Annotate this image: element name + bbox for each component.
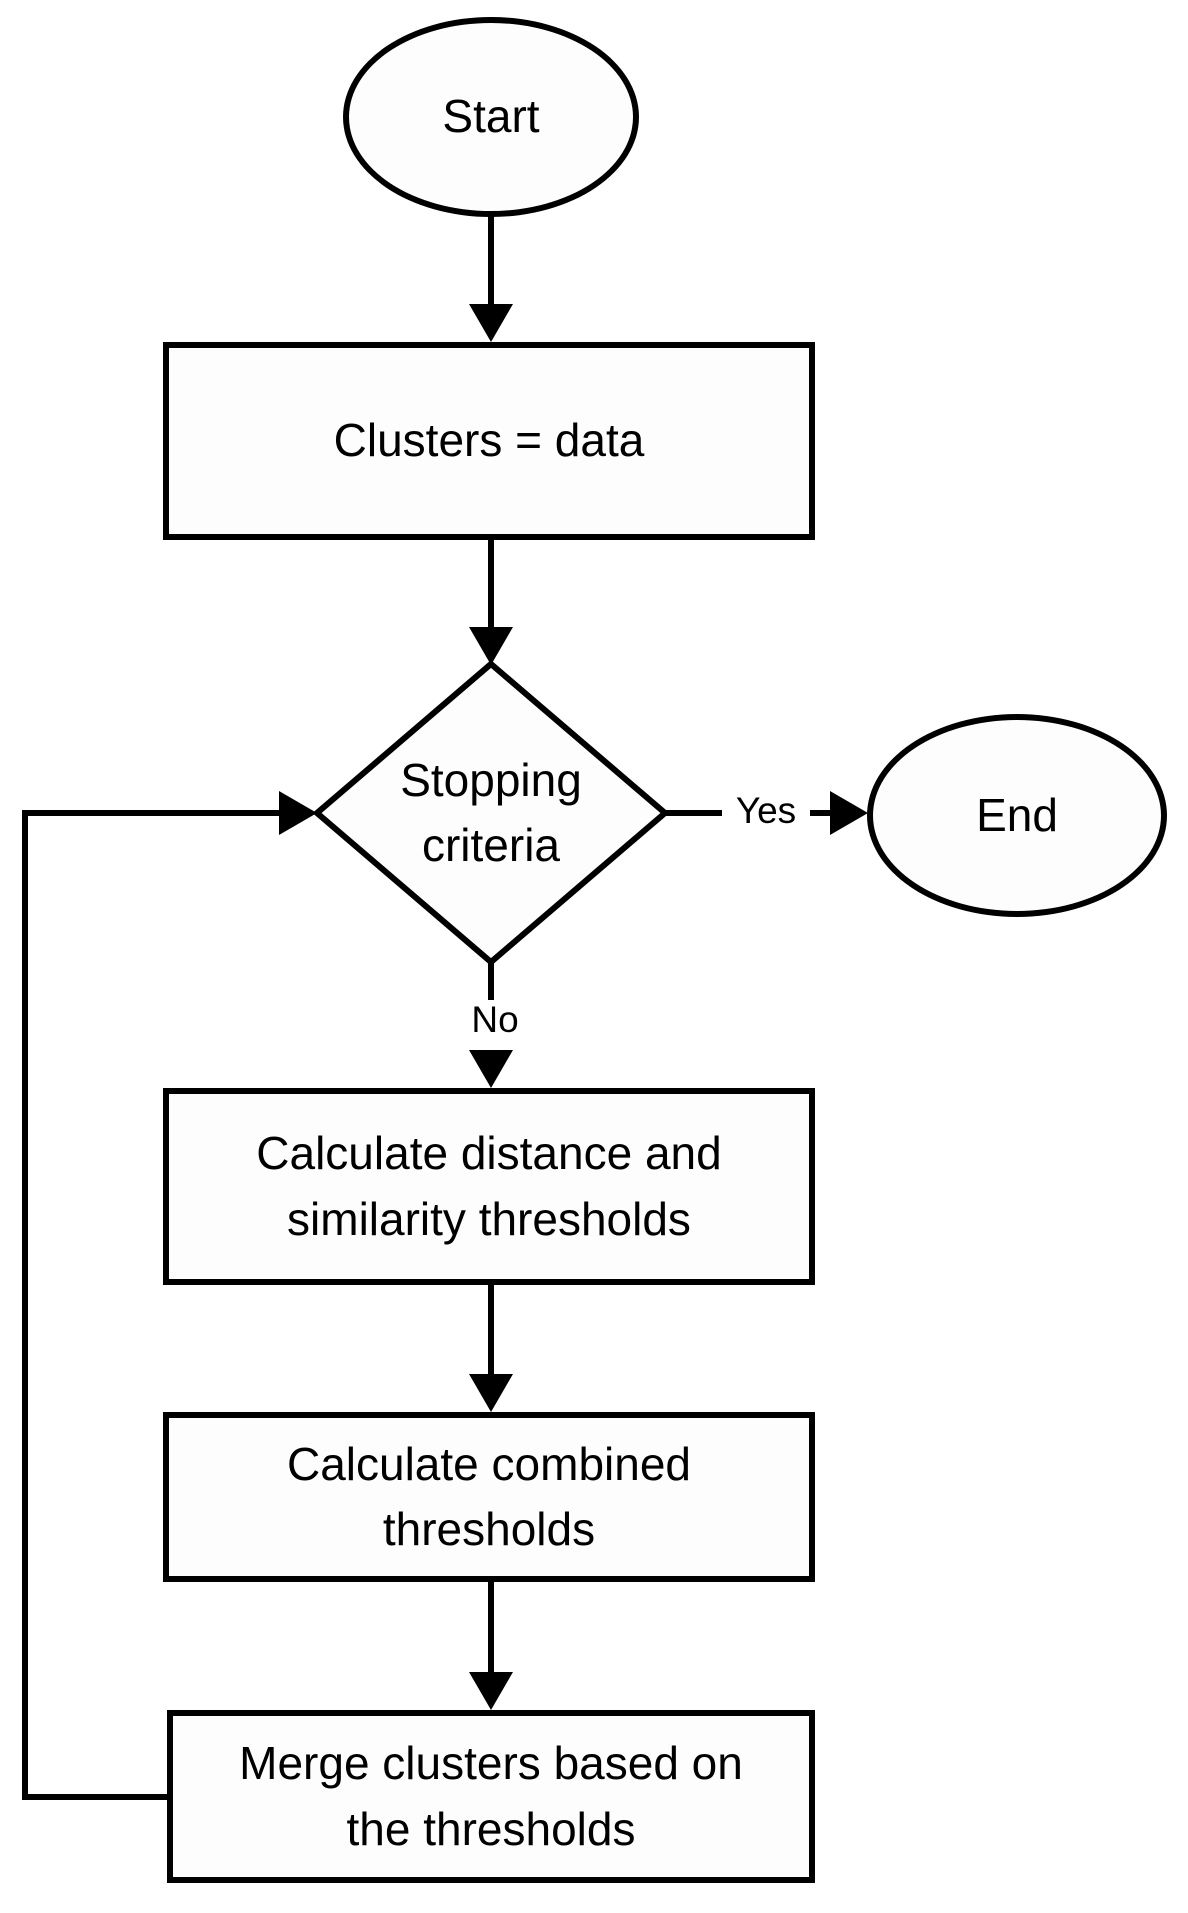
connector-calc-combined-to-merge — [488, 1582, 494, 1675]
arrowhead-decision-to-calc-distance — [469, 1050, 513, 1088]
calculate-combined-label: Calculate combined thresholds — [287, 1432, 691, 1563]
connector-clusters-to-decision — [488, 540, 494, 632]
arrowhead-clusters-to-decision — [469, 627, 513, 665]
clusters-process-node: Clusters = data — [163, 342, 815, 540]
loop-connector-vertical-segment — [22, 810, 28, 1800]
merge-clusters-label: Merge clusters based on the thresholds — [239, 1731, 743, 1862]
arrowhead-calc-distance-to-calc-combined — [469, 1374, 513, 1412]
calculate-distance-process-node: Calculate distance and similarity thresh… — [163, 1088, 815, 1285]
end-label: End — [976, 783, 1058, 848]
merge-clusters-process-node: Merge clusters based on the thresholds — [167, 1710, 815, 1883]
end-label-line: End — [976, 788, 1058, 841]
calculate-distance-label: Calculate distance and similarity thresh… — [256, 1121, 721, 1252]
loop-connector-bottom-segment — [22, 1794, 170, 1800]
arrowhead-start-to-clusters — [469, 304, 513, 342]
no-edge-label: No — [452, 999, 538, 1041]
stopping-criteria-decision-node: Stopping criteria — [341, 718, 641, 908]
start-label-line: Start — [442, 90, 540, 143]
start-label: Start — [442, 84, 539, 149]
merge-clusters-label-line: Merge clusters based on — [239, 1737, 743, 1790]
connector-calc-distance-to-calc-combined — [488, 1285, 494, 1377]
clusters-label: Clusters = data — [334, 408, 645, 473]
connector-start-to-clusters — [488, 215, 494, 307]
loop-connector-top-segment — [22, 810, 282, 816]
stopping-label-line: criteria — [421, 819, 561, 871]
clusters-label-line: Clusters = data — [333, 414, 645, 467]
yes-edge-label: Yes — [722, 790, 810, 832]
calculate-combined-label-line: Calculate combined — [286, 1437, 691, 1490]
calculate-combined-label-line: thresholds — [382, 1503, 596, 1555]
calculate-combined-process-node: Calculate combined thresholds — [163, 1412, 815, 1582]
merge-clusters-label-line: the thresholds — [346, 1802, 636, 1855]
connector-decision-to-calc-distance — [488, 960, 494, 1000]
arrowhead-decision-to-end — [830, 791, 868, 835]
stopping-label-line: Stopping — [400, 753, 582, 806]
end-terminator-node: End — [867, 714, 1167, 917]
calculate-distance-label-line: Calculate distance and — [256, 1127, 722, 1180]
arrowhead-loop-to-decision — [279, 791, 317, 835]
start-terminator-node: Start — [343, 17, 639, 217]
calculate-distance-label-line: similarity thresholds — [287, 1192, 691, 1245]
arrowhead-calc-combined-to-merge — [469, 1672, 513, 1710]
